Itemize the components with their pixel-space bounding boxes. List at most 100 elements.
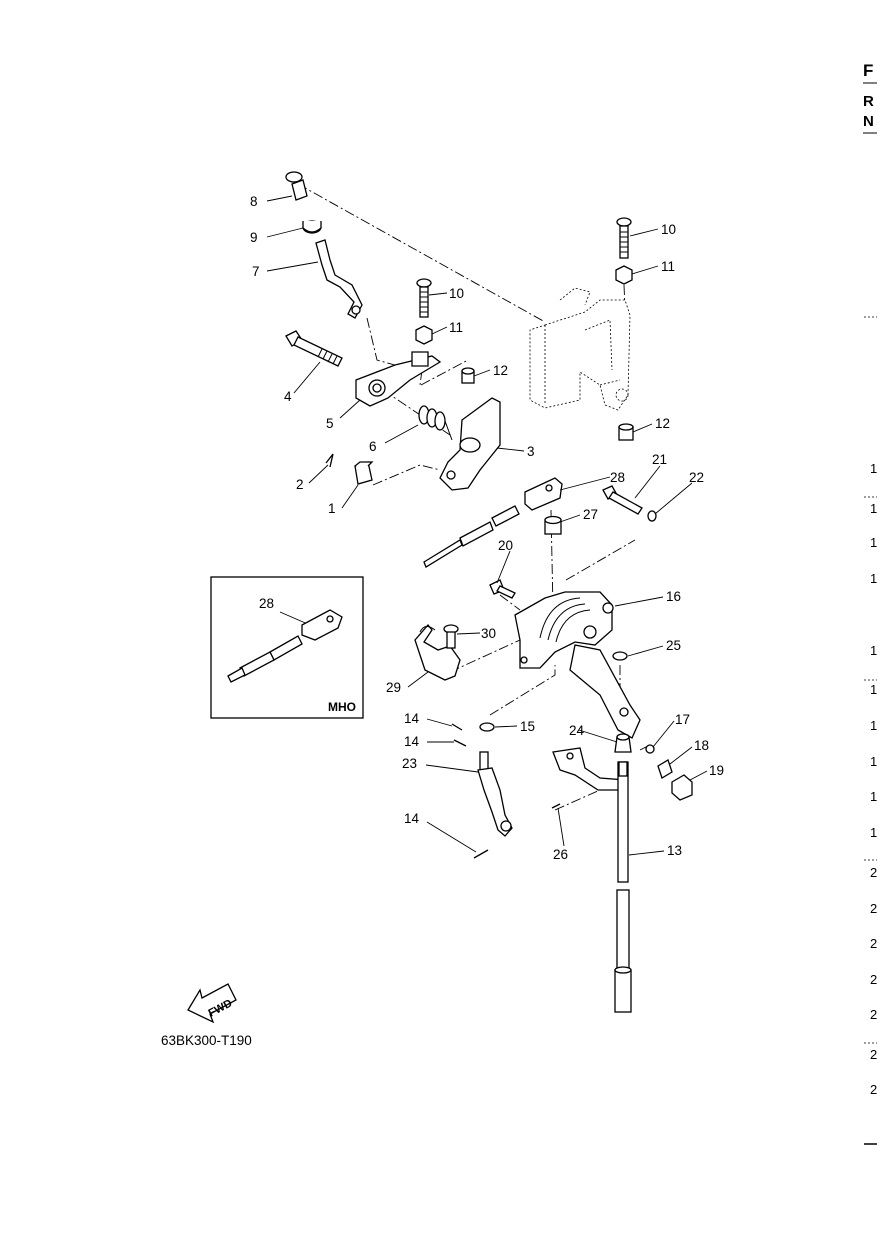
callout-21: 21 xyxy=(652,452,667,467)
fwd-arrow-icon xyxy=(187,983,237,1024)
callout-1: 1 xyxy=(328,501,336,516)
part-24-grommet xyxy=(614,733,632,753)
edge-fragment: 1 xyxy=(870,789,877,804)
inset-label: MHO xyxy=(328,700,356,714)
part-28-cable-end xyxy=(524,477,563,511)
part-21-bolt xyxy=(602,485,643,515)
callout-27: 27 xyxy=(583,507,598,522)
part-9-bushing xyxy=(302,220,322,234)
edge-fragment: 1 xyxy=(870,643,877,658)
part-5-shift-lever xyxy=(355,351,442,407)
callout-24: 24 xyxy=(569,723,585,738)
callout-19: 19 xyxy=(709,763,724,778)
callout-28-inset: 28 xyxy=(259,596,274,611)
callout-22: 22 xyxy=(689,470,704,485)
callout-7: 7 xyxy=(252,264,260,279)
part-7-shift-link xyxy=(315,239,363,319)
part-20-bolt xyxy=(489,579,516,599)
callout-2: 2 xyxy=(296,477,304,492)
part-13-shift-rod xyxy=(614,761,632,1013)
part-17-ball xyxy=(645,744,655,754)
callout-13: 13 xyxy=(667,843,682,858)
edge-fragment: 1 xyxy=(870,461,877,476)
part-15-washer xyxy=(479,722,495,732)
callout-25: 25 xyxy=(666,638,681,653)
shift-arm xyxy=(569,644,641,739)
part-10-bolt-right xyxy=(616,217,632,259)
part-10-bolt-upper xyxy=(416,278,432,318)
part-25-washer xyxy=(612,651,628,661)
edge-fragment: 1 xyxy=(870,754,877,769)
part-3-cam-plate xyxy=(439,397,501,491)
callout-14: 14 xyxy=(404,711,420,726)
edge-fragment: 1 xyxy=(870,825,877,840)
callout-18: 18 xyxy=(694,738,709,753)
part-16-bracket xyxy=(514,591,614,669)
callout-12: 12 xyxy=(655,416,670,431)
callout-23: 23 xyxy=(402,756,417,771)
edge-fragment: 2 xyxy=(870,901,877,916)
callout-9: 9 xyxy=(250,230,258,245)
edge-fragment: 1 xyxy=(870,682,877,697)
callout-11: 11 xyxy=(661,259,675,274)
edge-fragment: 2 xyxy=(870,972,877,987)
part-1-holder xyxy=(354,461,374,485)
edge-fragment: 2 xyxy=(870,1047,877,1062)
part-26-plate xyxy=(551,747,627,809)
part-27-collar xyxy=(544,515,562,535)
callout-28: 28 xyxy=(610,470,625,485)
mount-bracket-ghost xyxy=(529,287,631,411)
callout-11: 11 xyxy=(449,320,463,335)
drawing-code: 63BK300-T190 xyxy=(161,1033,252,1048)
part-23-shift-lever xyxy=(477,751,513,837)
part-8-clip xyxy=(285,171,308,201)
callout-20: 20 xyxy=(498,538,513,553)
edge-header-letter-f: F xyxy=(863,61,873,80)
callout-15: 15 xyxy=(520,719,535,734)
edge-header-letter-r: R xyxy=(863,93,874,110)
callout-3: 3 xyxy=(527,444,535,459)
inset-mho: 28 MHO xyxy=(210,576,364,719)
right-edge-column: F R N 1 1 1 1 1 1 1 1 1 1 2 2 2 2 2 2 2 xyxy=(863,61,877,1145)
edge-fragment: 2 xyxy=(870,1007,877,1022)
edge-fragment: 1 xyxy=(870,718,877,733)
callout-10: 10 xyxy=(449,286,464,301)
part-12-collar-upper xyxy=(461,367,475,384)
callout-12: 12 xyxy=(493,363,508,378)
part-11-nut-right xyxy=(615,265,633,285)
edge-fragment: 2 xyxy=(870,1082,877,1097)
shift-cable xyxy=(423,505,520,568)
callout-14: 14 xyxy=(404,734,420,749)
part-18-spring xyxy=(657,759,673,779)
callout-14: 14 xyxy=(404,811,420,826)
part-2-pin xyxy=(325,453,334,468)
callout-29: 29 xyxy=(386,680,401,695)
callout-26: 26 xyxy=(553,847,568,862)
callout-16: 16 xyxy=(666,589,681,604)
part-19-cap-nut xyxy=(671,774,693,801)
edge-fragment: 1 xyxy=(870,535,877,550)
part-22-washer xyxy=(647,510,657,522)
callout-numbers: 8 9 7 10 11 12 4 5 6 3 2 1 10 11 12 21 2… xyxy=(250,194,724,862)
edge-fragment: 2 xyxy=(870,865,877,880)
edge-header-letter-n: N xyxy=(863,113,874,130)
callout-4: 4 xyxy=(284,389,292,404)
edge-fragment: 1 xyxy=(870,571,877,586)
part-30-bolt xyxy=(443,624,459,649)
part-14-pins xyxy=(451,723,489,859)
callout-8: 8 xyxy=(250,194,258,209)
part-12-collar-right xyxy=(618,423,634,441)
leader-lines xyxy=(266,195,708,856)
callout-30: 30 xyxy=(481,626,496,641)
edge-fragment: 2 xyxy=(870,936,877,951)
callout-10: 10 xyxy=(661,222,676,237)
part-4-bolt xyxy=(285,330,343,367)
callout-17: 17 xyxy=(675,712,690,727)
callout-5: 5 xyxy=(326,416,334,431)
part-6-spring xyxy=(418,405,453,441)
callout-6: 6 xyxy=(369,439,377,454)
part-11-nut-upper xyxy=(415,325,433,345)
fwd-arrow: FWD xyxy=(187,983,237,1024)
edge-fragment: 1 xyxy=(870,501,877,516)
